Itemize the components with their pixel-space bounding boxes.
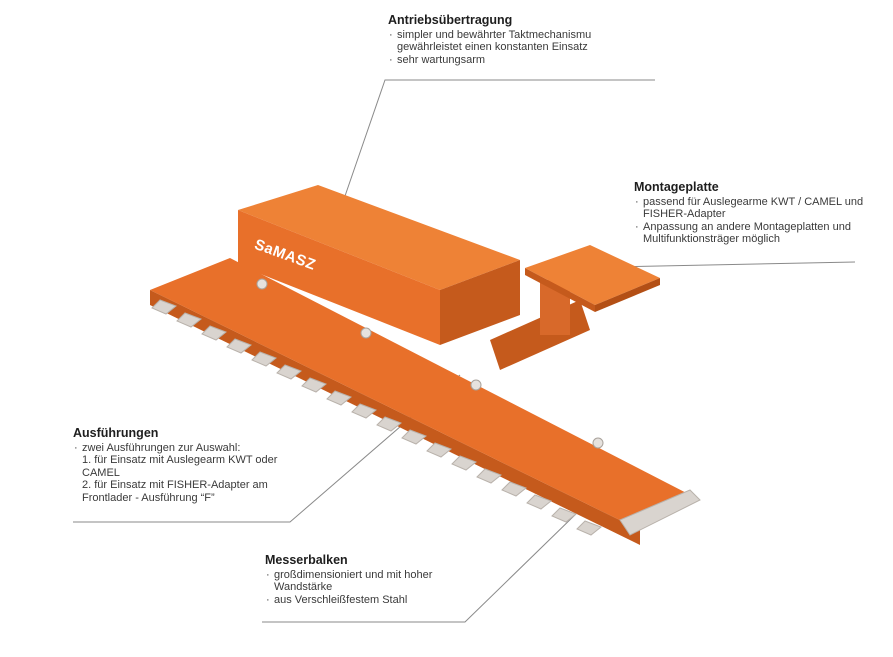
callout-drive-transmission: Antriebsübertragung simpler und bewährte… xyxy=(388,14,648,66)
callout-cutter-bar: Messerbalken großdimensioniert und mit h… xyxy=(265,554,485,606)
callout-title: Montageplatte xyxy=(634,180,719,194)
blade-tip-guard xyxy=(619,489,701,536)
mounting-plate xyxy=(525,245,660,305)
mounting-assembly xyxy=(490,245,660,370)
bullet-item: sehr wartungsarm xyxy=(388,54,648,67)
cutter-bar xyxy=(150,258,701,545)
bullet-item: Anpassung an andere Montageplatten und M… xyxy=(634,221,884,246)
leader-line-antrieb xyxy=(334,79,655,226)
leader-lines xyxy=(73,79,856,623)
bullet-item: zwei Ausführungen zur Auswahl: xyxy=(73,442,303,455)
callout-bullets: passend für Auslegearme KWT / CAMEL und … xyxy=(634,196,884,246)
leader-line-messer xyxy=(262,509,581,623)
callout-title: Ausführungen xyxy=(73,426,159,440)
callout-bullets: zwei Ausführungen zur Auswahl: xyxy=(73,442,303,455)
callout-versions: Ausführungen zwei Ausführungen zur Auswa… xyxy=(73,427,303,504)
bolts xyxy=(256,278,604,449)
bullet-item: simpler und bewährter Taktmechanismu gew… xyxy=(388,29,648,54)
callout-title: Messerbalken xyxy=(265,553,348,567)
cutter-teeth xyxy=(151,299,602,536)
drive-housing xyxy=(238,185,520,345)
bullet-item: aus Verschleißfestem Stahl xyxy=(265,594,485,607)
sub-item: 1. für Einsatz mit Auslegearm KWT oder C… xyxy=(82,454,278,479)
callout-bullets: simpler und bewährter Taktmechanismu gew… xyxy=(388,29,648,67)
bullet-item: passend für Auslegearme KWT / CAMEL und … xyxy=(634,196,884,221)
callout-bullets: großdimensioniert und mit hoher Wandstär… xyxy=(265,569,485,607)
callout-title: Antriebsübertragung xyxy=(388,13,513,27)
sub-item: 2. für Einsatz mit FISHER-Adapter am Fro… xyxy=(82,479,268,504)
callout-mounting-plate: Montageplatte passend für Auslegearme KW… xyxy=(634,181,884,246)
bullet-item: großdimensioniert und mit hoher Wandstär… xyxy=(265,569,485,594)
